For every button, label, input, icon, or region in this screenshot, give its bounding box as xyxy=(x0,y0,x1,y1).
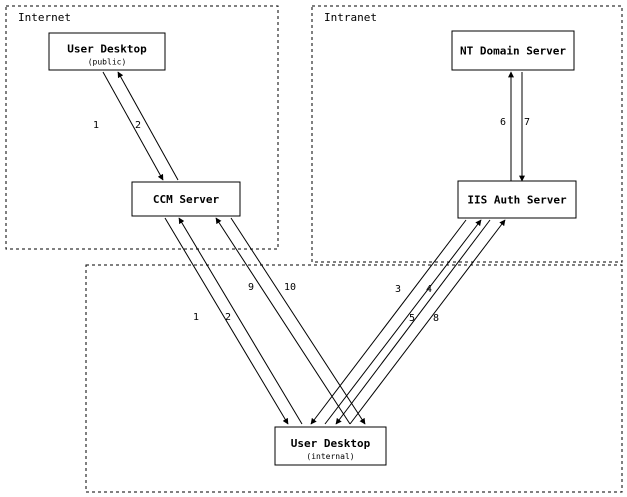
flow-step-label-3: 3 xyxy=(395,284,401,295)
flow-step-label-7: 7 xyxy=(524,117,530,128)
zone-intranet: Intranet xyxy=(311,5,623,263)
node-title: IIS Auth Server xyxy=(467,194,567,207)
flow-step-label-2: 2 xyxy=(225,312,231,323)
node-box[interactable] xyxy=(131,181,241,217)
zone-internal-border xyxy=(85,264,623,493)
flow-step-label-9: 9 xyxy=(248,282,254,293)
flow-step-label-10: 10 xyxy=(284,282,296,293)
node-box[interactable] xyxy=(274,426,387,466)
node-nt-domain-server[interactable]: NT Domain Server xyxy=(451,30,575,71)
node-user-desktop-internal[interactable]: User Desktop (internal) xyxy=(274,426,387,466)
node-title: NT Domain Server xyxy=(460,45,566,58)
flow-line-8-internal-to-iis xyxy=(349,219,506,425)
flow-step-label-4: 4 xyxy=(426,284,432,295)
zone-internal xyxy=(85,264,623,493)
flow-line-2-internal-to-ccm xyxy=(178,217,303,425)
flow-line-1-ccm-to-internal xyxy=(164,217,289,425)
node-ccm-server[interactable]: CCM Server xyxy=(131,181,241,217)
node-box[interactable] xyxy=(48,32,166,71)
flow-line-1-public-to-ccm xyxy=(102,71,164,181)
zone-internet-border xyxy=(5,5,279,250)
flow-step-label-5: 5 xyxy=(409,313,415,324)
node-subtitle: (internal) xyxy=(306,452,354,461)
node-title: User Desktop xyxy=(291,437,371,450)
flow-step-label-2: 2 xyxy=(135,120,141,131)
node-title: CCM Server xyxy=(153,193,220,206)
flow-step-label-6: 6 xyxy=(500,117,506,128)
flow-line-10-ccm-to-internal xyxy=(230,217,366,425)
flow-line-3-iis-to-internal xyxy=(310,219,467,425)
flow-line-2-ccm-to-public xyxy=(117,71,179,181)
flow-step-label-8: 8 xyxy=(433,313,439,324)
zone-internet-label: Internet xyxy=(18,11,71,24)
flow-line-4-internal-to-iis xyxy=(324,219,482,425)
flow-step-label-1: 1 xyxy=(193,312,199,323)
flow-line-5-iis-to-internal xyxy=(335,219,491,425)
node-title: User Desktop xyxy=(67,43,147,56)
zone-intranet-border xyxy=(311,5,623,263)
node-iis-auth-server[interactable]: IIS Auth Server xyxy=(457,180,577,219)
flow-connectors xyxy=(102,71,525,425)
zone-internet: Internet xyxy=(5,5,279,250)
zone-intranet-label: Intranet xyxy=(324,11,377,24)
flow-step-labels: 1 2 1 2 3 4 5 8 6 7 9 10 xyxy=(93,117,530,324)
flow-step-label-1: 1 xyxy=(93,120,99,131)
node-box[interactable] xyxy=(451,30,575,71)
node-subtitle: (public) xyxy=(88,58,127,67)
node-user-desktop-public[interactable]: User Desktop (public) xyxy=(48,32,166,71)
flow-line-9-internal-to-ccm xyxy=(215,217,351,425)
node-box[interactable] xyxy=(457,180,577,219)
